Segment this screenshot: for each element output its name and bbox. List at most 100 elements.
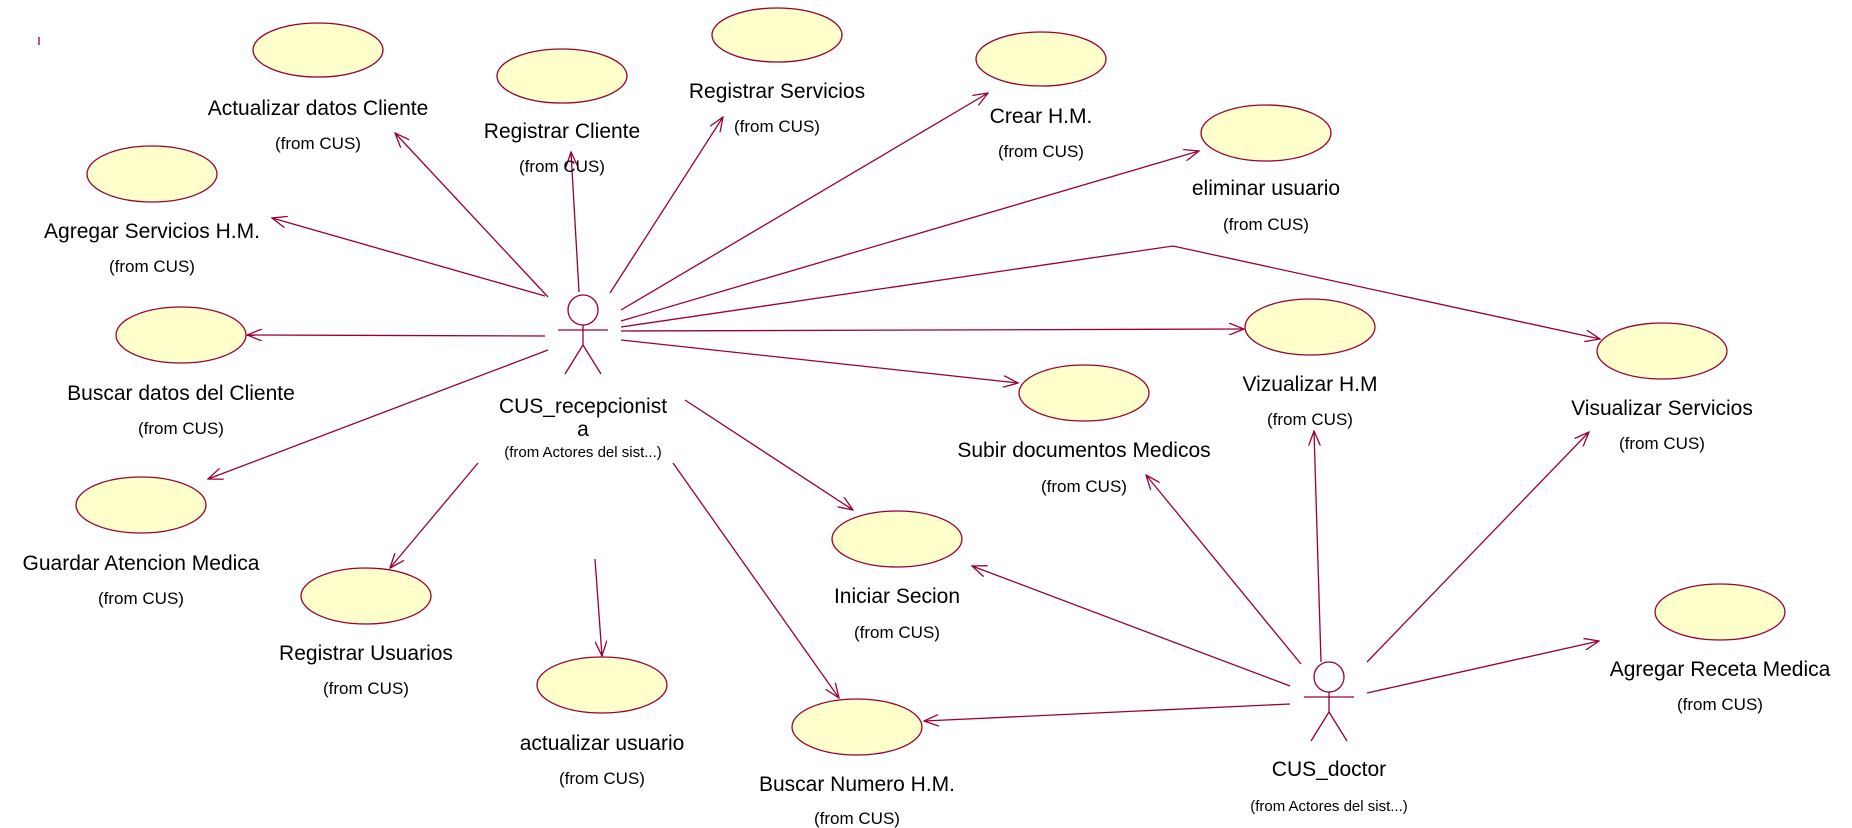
association-doctor-to-agregar-receta-medica: [1366, 641, 1599, 694]
use-case-from: (from CUS): [98, 589, 184, 608]
association-recepcionista-to-buscar-numero-hm: [672, 462, 839, 698]
use-case-agregar-servicios-hm[interactable]: Agregar Servicios H.M. (from CUS): [44, 145, 260, 276]
use-case-name: Agregar Receta Medica: [1610, 658, 1831, 681]
use-case-name: Vizualizar H.M: [1243, 373, 1378, 396]
use-case-name: Guardar Atencion Medica: [23, 552, 260, 575]
use-case-ellipse: [86, 145, 218, 203]
actor-leg-right: [1328, 711, 1348, 742]
use-case-from: (from CUS): [734, 117, 820, 136]
use-case-visualizar-servicios[interactable]: Visualizar Servicios (from CUS): [1571, 322, 1753, 453]
use-case-from: (from CUS): [1041, 477, 1127, 496]
use-case-name: Subir documentos Medicos: [957, 439, 1210, 462]
association-lines: [208, 93, 1600, 721]
association-recepcionista-to-registrar-servicios: [609, 117, 723, 294]
use-case-actualizar-usuario[interactable]: actualizar usuario (from CUS): [520, 656, 685, 788]
use-case-eliminar-usuario[interactable]: eliminar usuario (from CUS): [1192, 104, 1340, 234]
use-case-crear-hm[interactable]: Crear H.M. (from CUS): [975, 31, 1107, 161]
use-case-name: Actualizar datos Cliente: [208, 97, 429, 120]
use-case-registrar-usuarios[interactable]: Registrar Usuarios (from CUS): [279, 567, 453, 698]
use-case-buscar-numero-hm[interactable]: Buscar Numero H.M. (from CUS): [759, 698, 955, 828]
use-case-name: actualizar usuario: [520, 732, 685, 755]
use-case-from: (from CUS): [559, 769, 645, 788]
actor-from: (from Actores del sist...): [1250, 798, 1408, 815]
use-case-name: eliminar usuario: [1192, 177, 1340, 200]
use-case-name: Agregar Servicios H.M.: [44, 220, 260, 243]
association-recepcionista-to-actualizar-usuario: [594, 558, 602, 656]
association-recepcionista-to-subir-documentos-medicos: [620, 339, 1018, 383]
use-case-actualizar-datos-cliente[interactable]: Actualizar datos Cliente (from CUS): [208, 22, 429, 153]
association-recepcionista-to-registrar-usuarios: [390, 462, 479, 568]
association-recepcionista-to-vizualizar-hm: [620, 329, 1244, 331]
association-recepcionista-to-registrar-cliente: [571, 152, 580, 293]
association-recepcionista-to-iniciar-secion: [684, 399, 853, 510]
use-case-ellipse: [1200, 104, 1332, 162]
use-case-from: (from CUS): [519, 157, 605, 176]
use-case-from: (from CUS): [109, 257, 195, 276]
use-case-guardar-atencion-medica[interactable]: Guardar Atencion Medica (from CUS): [23, 476, 260, 608]
use-case-ellipse: [496, 48, 628, 104]
use-case-from: (from CUS): [1267, 410, 1353, 429]
actor-name: CUS_recepcionist: [499, 395, 667, 418]
use-case-ellipse: [1596, 322, 1728, 380]
actor-name: CUS_doctor: [1272, 758, 1386, 781]
use-case-ellipse: [1654, 583, 1786, 641]
use-case-ellipse: [536, 656, 668, 714]
use-case-name: Buscar Numero H.M.: [759, 773, 955, 796]
actor-leg-left: [1310, 711, 1330, 742]
association-recepcionista-to-crear-hm: [620, 93, 988, 311]
use-case-from: (from CUS): [1677, 695, 1763, 714]
actor-leg-left: [564, 344, 584, 375]
use-case-ellipse: [75, 476, 207, 534]
use-case-name: Buscar datos del Cliente: [67, 382, 295, 405]
use-case-registrar-cliente[interactable]: Registrar Cliente (from CUS): [484, 48, 640, 176]
use-case-agregar-receta-medica[interactable]: Agregar Receta Medica (from CUS): [1610, 583, 1831, 714]
use-case-from: (from CUS): [1619, 434, 1705, 453]
use-case-ellipse: [975, 31, 1107, 87]
actor-doctor[interactable]: CUS_doctor (from Actores del sist...): [1250, 661, 1408, 815]
actor-from: (from Actores del sist...): [504, 444, 662, 461]
use-case-registrar-servicios[interactable]: Registrar Servicios (from CUS): [689, 7, 865, 136]
use-case-name: Iniciar Secion: [834, 585, 960, 608]
association-recepcionista-to-guardar-atencion-medica: [208, 349, 549, 479]
association-recepcionista-to-eliminar-usuario: [620, 151, 1199, 322]
use-case-ellipse: [711, 7, 843, 63]
use-case-ellipse: [300, 567, 432, 625]
actor-recepcionista[interactable]: CUS_recepcionist a (from Actores del sis…: [499, 294, 667, 461]
association-doctor-to-iniciar-secion: [972, 566, 1291, 687]
use-case-from: (from CUS): [1223, 215, 1309, 234]
use-case-ellipse: [791, 698, 923, 756]
association-recepcionista-to-actualizar-datos-cliente: [395, 133, 549, 298]
association-doctor-to-buscar-numero-hm: [924, 703, 1291, 721]
use-case-name: Crear H.M.: [990, 105, 1093, 128]
use-case-from: (from CUS): [814, 809, 900, 828]
use-case-from: (from CUS): [275, 134, 361, 153]
use-case-name: Registrar Usuarios: [279, 642, 453, 665]
use-case-from: (from CUS): [854, 623, 940, 642]
association-doctor-to-vizualizar-hm: [1314, 431, 1322, 663]
use-case-from: (from CUS): [138, 419, 224, 438]
use-case-name: Visualizar Servicios: [1571, 397, 1753, 420]
association-recepcionista-to-agregar-servicios-hm: [272, 218, 546, 297]
use-case-buscar-datos-cliente[interactable]: Buscar datos del Cliente (from CUS): [67, 306, 295, 438]
actor-name-continued: a: [577, 418, 589, 441]
association-doctor-to-subir-documentos-medicos: [1146, 475, 1302, 665]
actor-leg-right: [582, 344, 602, 375]
use-case-from: (from CUS): [998, 142, 1084, 161]
use-case-ellipse: [115, 306, 247, 364]
use-case-name: Registrar Servicios: [689, 80, 865, 103]
use-case-from: (from CUS): [323, 679, 409, 698]
use-case-iniciar-secion[interactable]: Iniciar Secion (from CUS): [831, 510, 963, 642]
use-case-vizualizar-hm[interactable]: Vizualizar H.M (from CUS): [1243, 298, 1378, 429]
use-case-ellipse: [1018, 364, 1150, 422]
use-case-ellipse: [1244, 298, 1376, 356]
use-case-ellipse: [831, 510, 963, 568]
use-case-name: Registrar Cliente: [484, 120, 640, 143]
actor-head: [1313, 661, 1345, 693]
use-case-subir-documentos-medicos[interactable]: Subir documentos Medicos (from CUS): [957, 364, 1211, 496]
association-recepcionista-to-visualizar-servicios: [620, 245, 1600, 339]
use-case-ellipse: [252, 22, 384, 78]
association-recepcionista-to-buscar-datos-cliente: [247, 335, 546, 336]
actor-head: [567, 294, 599, 326]
association-doctor-to-visualizar-servicios: [1366, 432, 1589, 663]
